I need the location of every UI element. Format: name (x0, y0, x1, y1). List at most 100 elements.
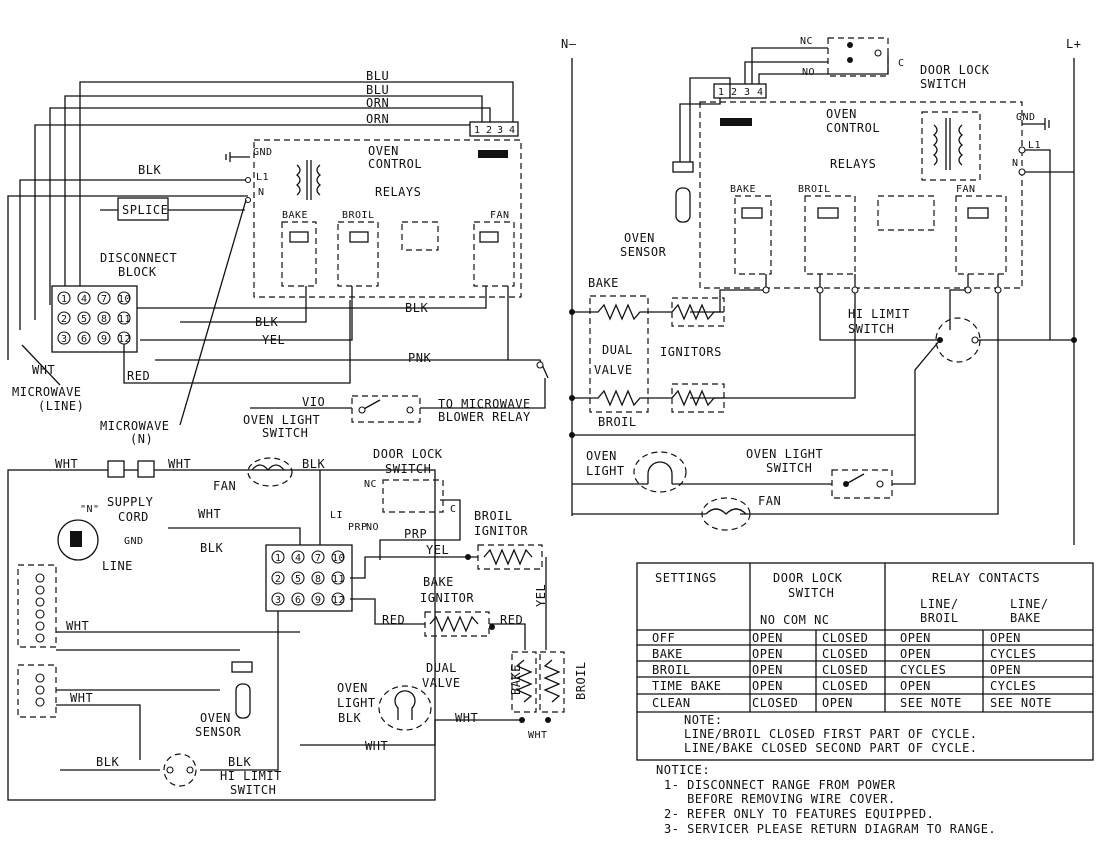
no-com-nc-header: NO COM NC (760, 613, 830, 627)
door-lock-label-1: DOOR LOCK (373, 447, 443, 461)
fuse-1 (107, 460, 125, 478)
svg-text:OPEN: OPEN (752, 631, 783, 645)
svg-text:CYCLES: CYCLES (900, 663, 946, 677)
relay-contacts-header: RELAY CONTACTS (932, 571, 1040, 585)
broil-ignitor-label-2: IGNITOR (474, 524, 528, 538)
wire-label-wht-light: WHT (455, 711, 478, 725)
control-pin-2: 2 (486, 125, 493, 136)
l1-r-label: L1 (1028, 140, 1041, 151)
svg-text:4: 4 (81, 294, 88, 305)
line-bake-header-2: BAKE (1010, 611, 1041, 625)
svg-text:11: 11 (118, 314, 131, 325)
table-row: OFF OPEN CLOSED OPEN OPEN (652, 631, 1021, 645)
line-broil-header-1: LINE/ (920, 597, 959, 611)
wire-label-prp-v: PRP (348, 522, 368, 533)
settings-header: SETTINGS (655, 571, 717, 585)
wire-label-vio: VIO (302, 395, 325, 409)
wire-label-li: LI (330, 510, 343, 521)
svg-text:OPEN: OPEN (990, 631, 1021, 645)
svg-text:4: 4 (295, 553, 302, 564)
svg-text:3: 3 (61, 334, 68, 345)
wire-label-blk-hl2: BLK (228, 755, 251, 769)
oven-sensor-connector (231, 661, 253, 673)
broil-relay-r-label: BROIL (798, 184, 831, 195)
line-label-bl: LINE (102, 559, 133, 573)
dual-valve-label-2: VALVE (422, 676, 461, 690)
control-pin-1: 1 (474, 125, 481, 136)
oven-light-label-1: OVEN (337, 681, 368, 695)
oven-control-r-label-1: OVEN (826, 107, 857, 121)
broil-relay: BROIL (337, 210, 379, 287)
display-connector (478, 150, 508, 158)
top-left-schematic: BLU BLU ORN ORN 1 2 3 4 OVEN CONTROL REL… (7, 69, 549, 446)
connector-r (713, 83, 767, 99)
splice-label: SPLICE (122, 203, 168, 217)
to-microwave-label-2: BLOWER RELAY (438, 410, 531, 424)
hi-limit-label-2: SWITCH (230, 783, 276, 797)
svg-text:OPEN: OPEN (752, 679, 783, 693)
transformer-coil (295, 164, 322, 196)
n-r-label: N (1012, 158, 1019, 169)
no-label-bl: NO (366, 522, 379, 533)
splice-box (117, 197, 169, 221)
svg-text:12: 12 (118, 334, 131, 345)
gnd-r-label: GND (1016, 112, 1036, 123)
n-minus-label: N— (561, 37, 577, 51)
oven-sensor-r-probe (675, 187, 691, 223)
disconnect-terminals: 1 4 7 10 2 5 8 11 3 6 9 12 (57, 291, 131, 345)
table-row: TIME BAKE OPEN CLOSED OPEN CYCLES (652, 679, 1036, 693)
fan-relay: FAN (473, 210, 515, 287)
notice: NOTICE: 1- DISCONNECT RANGE FROM POWER B… (656, 763, 996, 836)
hi-limit-r-label-2: SWITCH (848, 322, 894, 336)
wire-label-blk-top: BLK (138, 163, 161, 177)
oven-control-label-1: OVEN (368, 144, 399, 158)
wire-label-blk-mid: BLK (255, 315, 278, 329)
oven-light-bulb (394, 690, 416, 720)
wire-label-red-bl2: RED (500, 613, 523, 627)
svg-text:6: 6 (81, 334, 88, 345)
n-terminal-label: "N" (80, 504, 100, 515)
oven-light-r-label-1: OVEN (586, 449, 617, 463)
svg-text:12: 12 (332, 595, 345, 606)
dual-valve-r-label-2: VALVE (594, 363, 633, 377)
wire-label-blu-1: BLU (366, 69, 389, 83)
fan-label-bl: FAN (213, 479, 236, 493)
bake-ignitor-label-2: IGNITOR (420, 591, 474, 605)
svg-text:OPEN: OPEN (900, 647, 931, 661)
fan-relay-r-label: FAN (956, 184, 976, 195)
broil-ignitor-label-1: BROIL (474, 509, 513, 523)
right-ladder-schematic: N— L+ NC NO C DOOR LOCK SWITCH 1 2 3 4 O… (561, 36, 1081, 545)
table-row: CLEAN CLOSED OPEN SEE NOTE SEE NOTE (652, 696, 1051, 710)
wire-label-yel-bl: YEL (426, 543, 449, 557)
strip-terminals (35, 573, 45, 707)
door-lock-label-r2: SWITCH (920, 77, 966, 91)
svg-text:OPEN: OPEN (900, 631, 931, 645)
nc-label-bl: NC (364, 479, 377, 490)
oven-light-switch-r-label-2: SWITCH (766, 461, 812, 475)
oven-control-box-r (699, 101, 1023, 289)
door-lock-label-2: SWITCH (385, 462, 431, 476)
bake-relay: BAKE (281, 210, 317, 287)
wire-label-wht-bl5: WHT (70, 691, 93, 705)
wire-label-orn-1: ORN (366, 96, 389, 110)
svg-text:9: 9 (315, 595, 322, 606)
no-label-r: NO (802, 67, 815, 78)
oven-sensor-label-2: SENSOR (195, 725, 242, 739)
supply-cord-label-1: SUPPLY (107, 495, 154, 509)
dual-valve-bake-coil (511, 651, 537, 713)
control-connector (469, 121, 519, 137)
dual-valve-label-1: DUAL (426, 661, 457, 675)
wire-label-blk-bl2: BLK (200, 541, 223, 555)
empty-relay-r (877, 195, 935, 231)
bake-ignitor-label-1: BAKE (423, 575, 454, 589)
connector-r-pin-2: 2 (731, 87, 738, 98)
oven-light-r (633, 451, 687, 493)
broil-label-r: BROIL (598, 415, 637, 429)
wire-label-wht-bl3: WHT (198, 507, 221, 521)
c-label-bl: C (450, 504, 457, 515)
wire-label-blk-bl1: BLK (302, 457, 325, 471)
svg-text:CLEAN: CLEAN (652, 696, 691, 710)
svg-text:CLOSED: CLOSED (822, 647, 868, 661)
table-row: BAKE OPEN CLOSED OPEN CYCLES (652, 647, 1036, 661)
